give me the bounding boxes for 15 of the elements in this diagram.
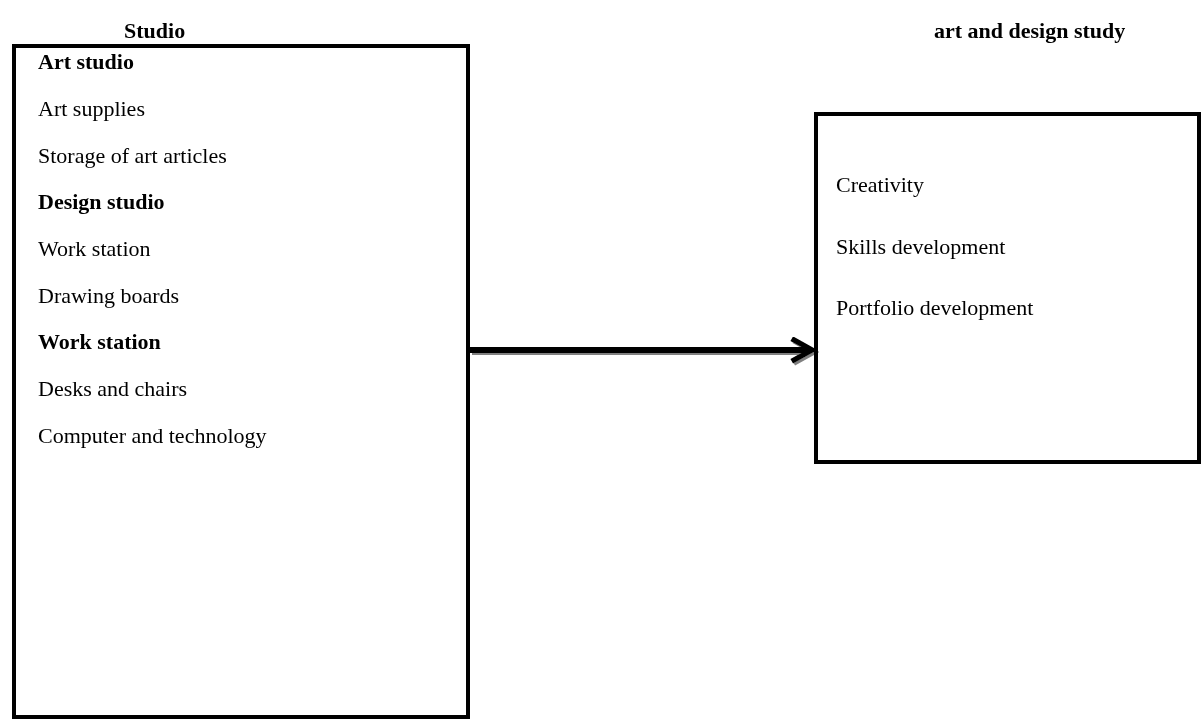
list-item: Creativity	[836, 172, 924, 198]
list-item: Art supplies	[38, 96, 145, 122]
list-item: Storage of art articles	[38, 143, 227, 169]
list-item: Work station	[38, 236, 151, 262]
list-item: Computer and technology	[38, 423, 267, 449]
list-item: Portfolio development	[836, 295, 1034, 321]
list-item: Drawing boards	[38, 283, 180, 309]
heading: Studio	[124, 18, 186, 44]
section-heading: Work station	[38, 329, 161, 355]
heading: art and design study	[934, 18, 1126, 44]
list-item: Skills development	[836, 234, 1006, 260]
list-item: Desks and chairs	[38, 376, 188, 402]
arrow	[470, 336, 815, 364]
section-heading: Design studio	[38, 189, 165, 215]
section-heading: Art studio	[38, 49, 134, 75]
